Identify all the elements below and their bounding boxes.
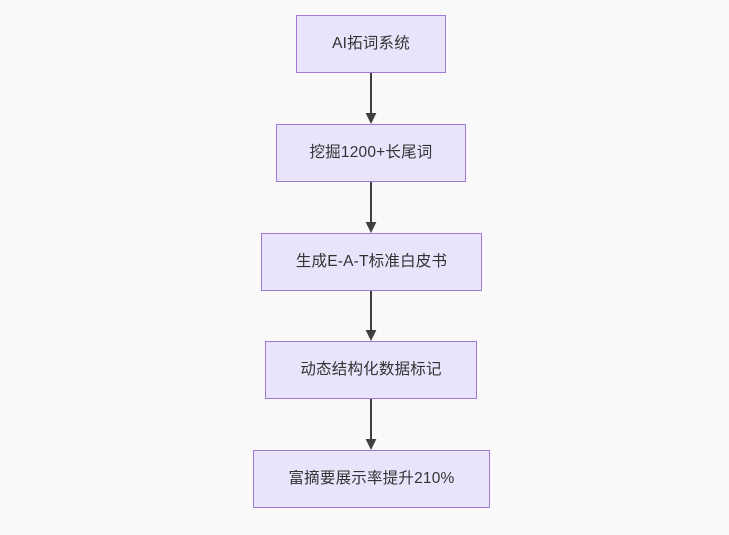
edge-n1-n2: [363, 73, 379, 124]
flow-node-ai-keyword-system[interactable]: AI拓词系统: [296, 15, 446, 73]
flow-node-label: 富摘要展示率提升210%: [288, 469, 455, 487]
flow-node-generate-eat-whitepaper[interactable]: 生成E-A-T标准白皮书: [261, 233, 482, 291]
flow-node-mine-longtail-keywords[interactable]: 挖掘1200+长尾词: [276, 124, 466, 182]
flow-node-rich-snippet-impression-uplift[interactable]: 富摘要展示率提升210%: [253, 450, 490, 508]
flow-node-label: 生成E-A-T标准白皮书: [295, 252, 448, 270]
flow-node-dynamic-structured-data-markup[interactable]: 动态结构化数据标记: [265, 341, 477, 399]
flow-node-label: AI拓词系统: [332, 34, 410, 52]
flow-node-label: 动态结构化数据标记: [300, 360, 442, 378]
edge-n4-n5: [363, 399, 379, 450]
edge-n2-n3: [363, 182, 379, 233]
flow-node-label: 挖掘1200+长尾词: [309, 143, 433, 161]
edge-n3-n4: [363, 291, 379, 341]
